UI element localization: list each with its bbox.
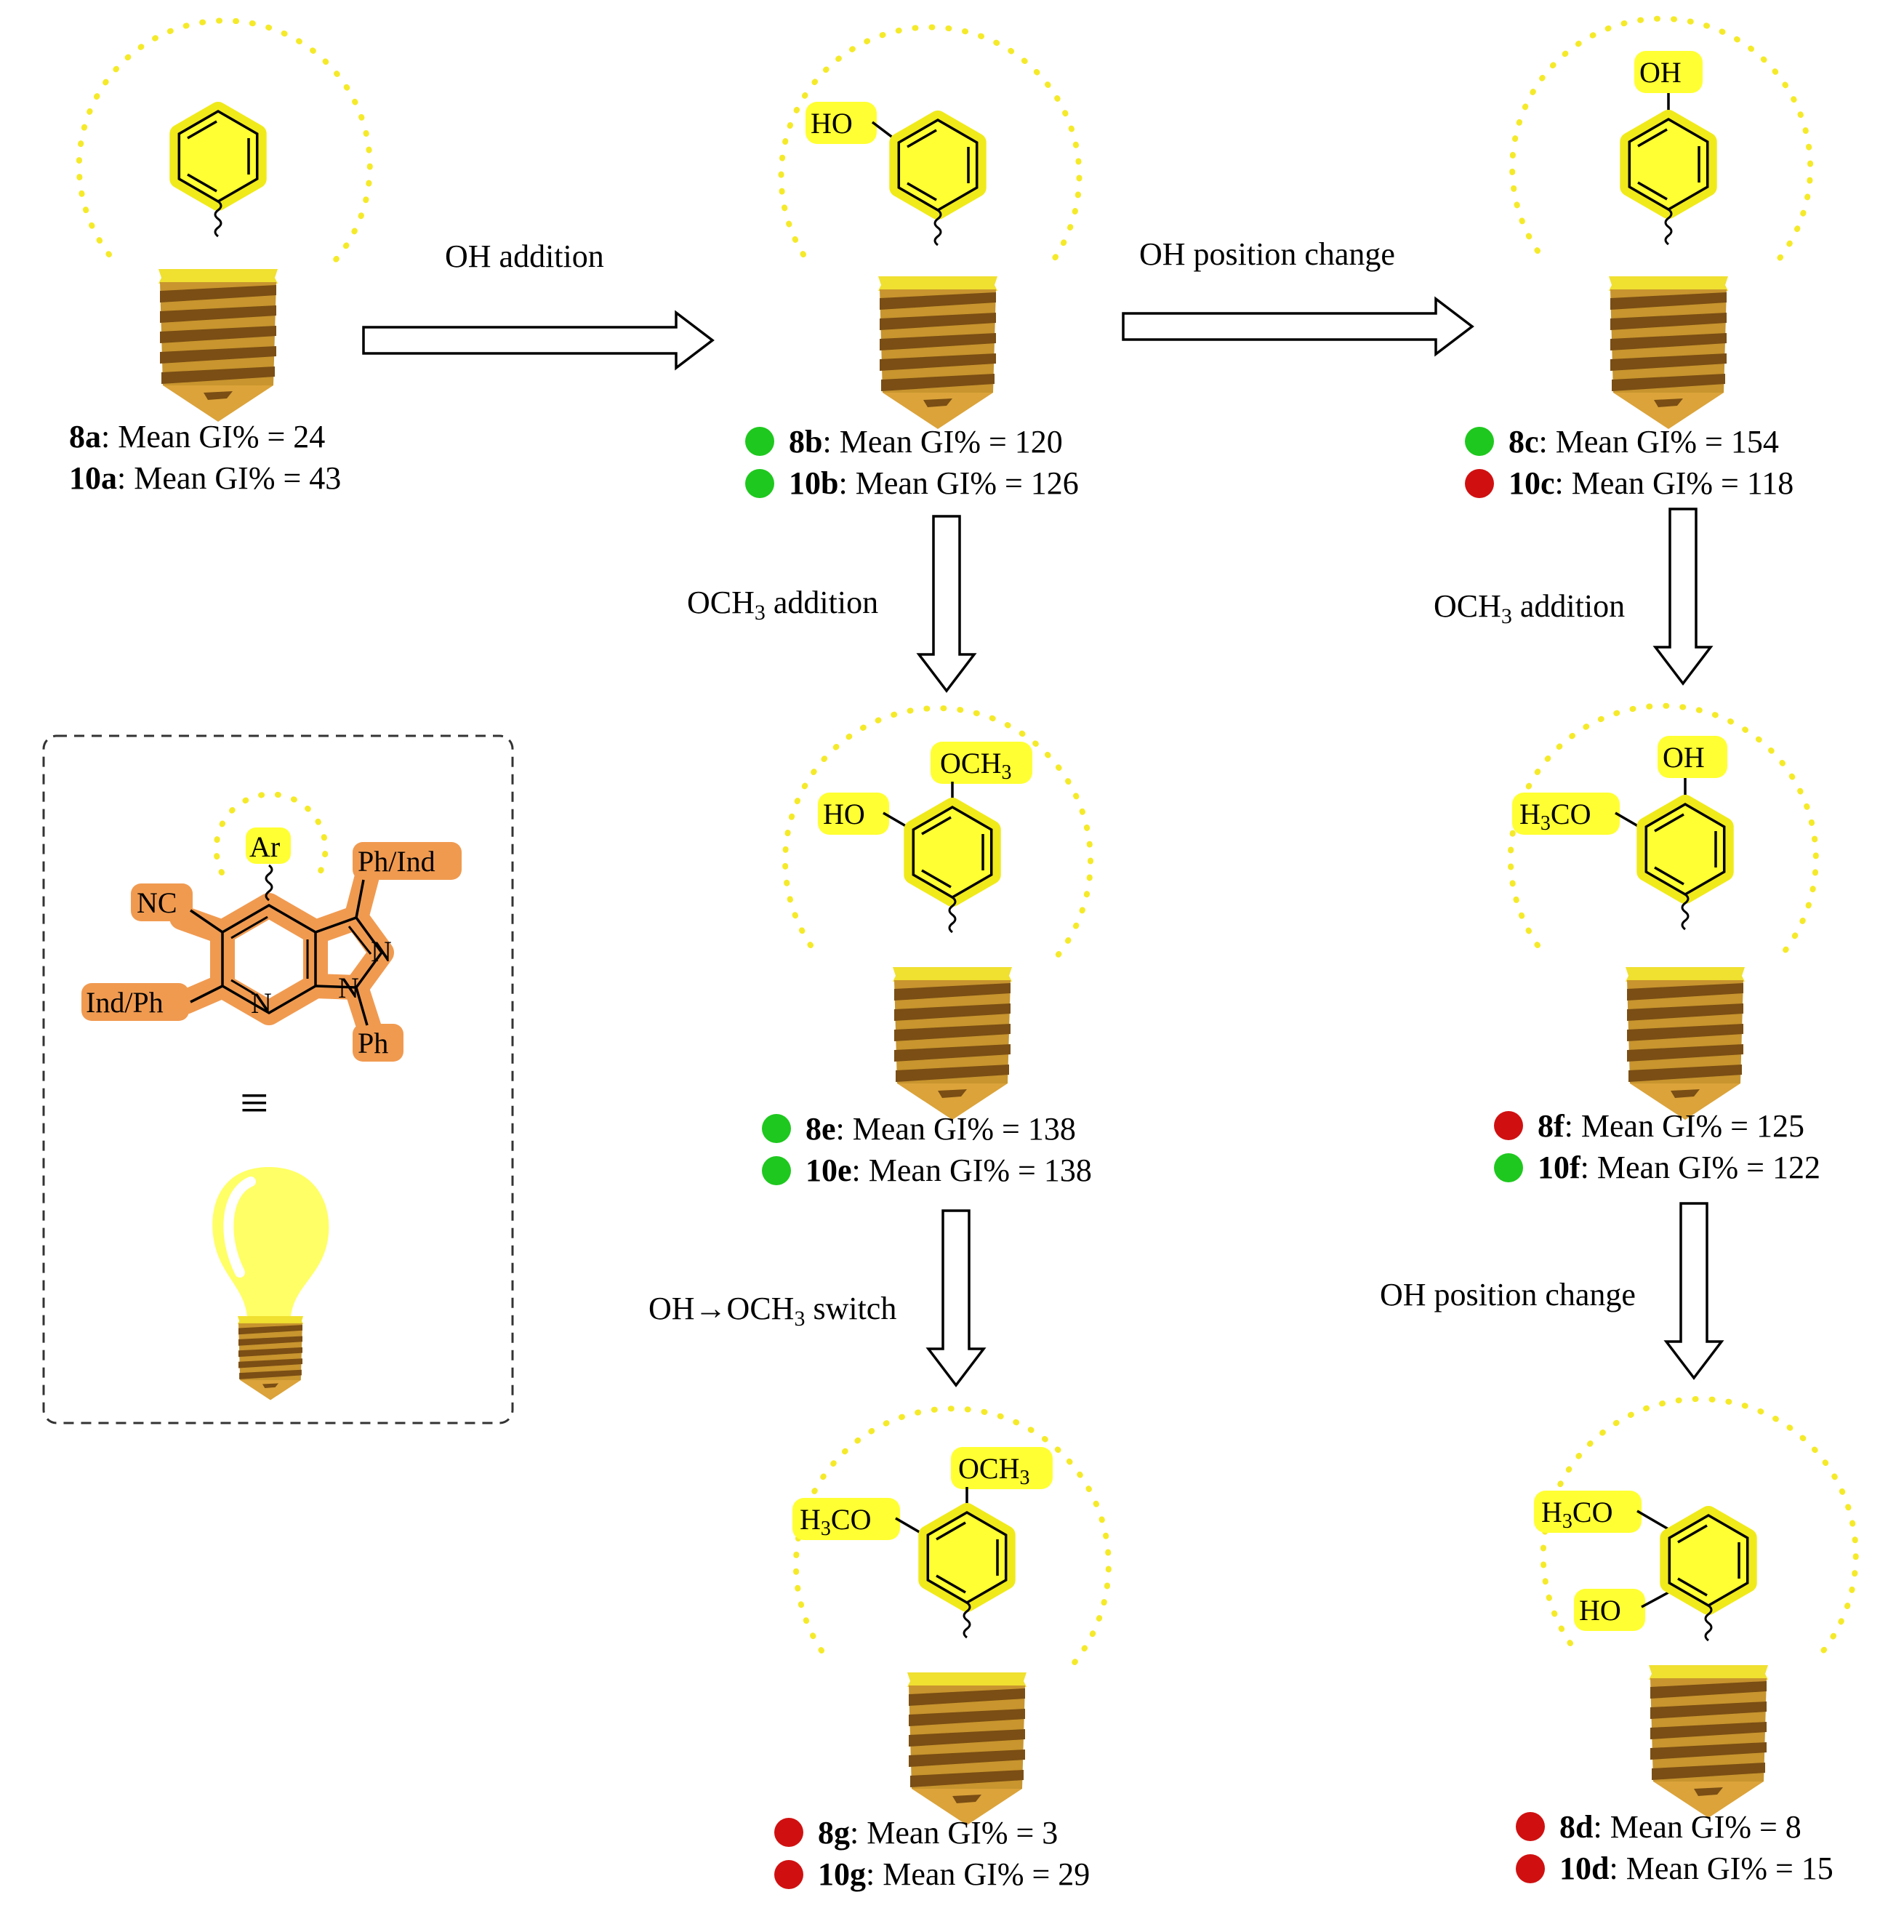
svg-text:N: N [371, 935, 392, 968]
label-8g: 8g: Mean GI% = 3 10g: Mean GI% = 29 [774, 1815, 1090, 1892]
svg-text:10g: Mean GI% = 29: 10g: Mean GI% = 29 [818, 1856, 1090, 1892]
svg-text:Ph/Ind: Ph/Ind [358, 845, 435, 878]
svg-text:10b: Mean GI% = 126: 10b: Mean GI% = 126 [789, 465, 1079, 501]
svg-text:H3CO: H3CO [800, 1503, 871, 1540]
svg-text:8a: Mean GI% = 24: 8a: Mean GI% = 24 [69, 419, 325, 454]
label-8a: 8a: Mean GI% = 24 10a: Mean GI% = 43 [69, 419, 341, 496]
bulb-8a [76, 17, 373, 422]
svg-text:≡: ≡ [240, 1075, 268, 1131]
svg-text:OCH3 addition: OCH3 addition [687, 585, 878, 625]
arrow-oh-och3-switch: OH→OCH3 switch [648, 1209, 985, 1387]
svg-text:HO: HO [823, 798, 865, 830]
svg-text:OCH3: OCH3 [940, 747, 1011, 784]
svg-text:10e: Mean GI% = 138: 10e: Mean GI% = 138 [806, 1153, 1092, 1188]
bulb-8e: OCH3 HO [782, 705, 1093, 1120]
svg-text:N: N [338, 971, 359, 1004]
label-8c: 8c: Mean GI% = 154 10c: Mean GI% = 118 [1465, 424, 1793, 501]
svg-text:Ph: Ph [358, 1027, 388, 1059]
svg-text:NC: NC [137, 886, 177, 919]
svg-text:H3CO: H3CO [1519, 798, 1591, 835]
svg-text:H3CO: H3CO [1541, 1496, 1612, 1533]
bulb-8b: HO [778, 24, 1082, 429]
bulb-8f: OH H3CO [1507, 702, 1819, 1120]
svg-text:HO: HO [1579, 1594, 1621, 1627]
svg-text:10a: Mean GI% = 43: 10a: Mean GI% = 43 [69, 460, 341, 496]
bulb-8c: OH [1509, 15, 1814, 429]
arrow-och3-addition-right: OCH3 addition [1434, 508, 1712, 685]
svg-text:OH position change: OH position change [1139, 236, 1395, 272]
svg-text:10c: Mean GI% = 118: 10c: Mean GI% = 118 [1509, 465, 1793, 501]
svg-text:10f: Mean GI% = 122: 10f: Mean GI% = 122 [1538, 1150, 1820, 1185]
svg-text:8g: Mean GI% = 3: 8g: Mean GI% = 3 [818, 1815, 1058, 1851]
label-8e: 8e: Mean GI% = 138 10e: Mean GI% = 138 [762, 1111, 1092, 1188]
bulb-8d: H3CO HO [1534, 1396, 1859, 1818]
svg-text:Ar: Ar [249, 830, 280, 863]
arrow-oh-position-change-top: OH position change [1122, 236, 1474, 356]
svg-text:OH: OH [1639, 56, 1682, 89]
svg-text:HO: HO [811, 107, 853, 140]
bulb-8g: OCH3 H3CO [792, 1406, 1112, 1825]
svg-text:8e: Mean GI% = 138: 8e: Mean GI% = 138 [806, 1111, 1076, 1147]
svg-text:8d: Mean GI% = 8: 8d: Mean GI% = 8 [1559, 1809, 1801, 1845]
label-8d: 8d: Mean GI% = 8 10d: Mean GI% = 15 [1516, 1809, 1833, 1886]
svg-text:OCH3 addition: OCH3 addition [1434, 588, 1625, 628]
scaffold-legend-box: Ar NC Ph/Ind Ind/Ph N N N Ph ≡ [42, 734, 514, 1424]
svg-text:8f: Mean GI% = 125: 8f: Mean GI% = 125 [1538, 1108, 1804, 1144]
label-8f: 8f: Mean GI% = 125 10f: Mean GI% = 122 [1494, 1108, 1820, 1185]
svg-text:Ind/Ph: Ind/Ph [86, 986, 164, 1019]
svg-text:OH addition: OH addition [445, 239, 604, 274]
svg-text:OH→OCH3 switch: OH→OCH3 switch [648, 1291, 896, 1331]
svg-text:OH position change: OH position change [1380, 1277, 1636, 1312]
lightbulb-icon [212, 1167, 329, 1400]
arrow-oh-position-change-right: OH position change [1380, 1202, 1723, 1379]
svg-text:8c: Mean GI% = 154: 8c: Mean GI% = 154 [1509, 424, 1779, 460]
arrow-och3-addition-left: OCH3 addition [687, 515, 976, 692]
arrow-oh-addition: OH addition [362, 239, 714, 369]
label-8b: 8b: Mean GI% = 120 10b: Mean GI% = 126 [745, 424, 1079, 501]
svg-text:10d: Mean GI% = 15: 10d: Mean GI% = 15 [1559, 1851, 1833, 1886]
svg-text:OH: OH [1663, 741, 1705, 774]
svg-text:OCH3: OCH3 [958, 1452, 1029, 1489]
svg-text:8b: Mean GI% = 120: 8b: Mean GI% = 120 [789, 424, 1063, 460]
svg-text:N: N [251, 987, 272, 1019]
